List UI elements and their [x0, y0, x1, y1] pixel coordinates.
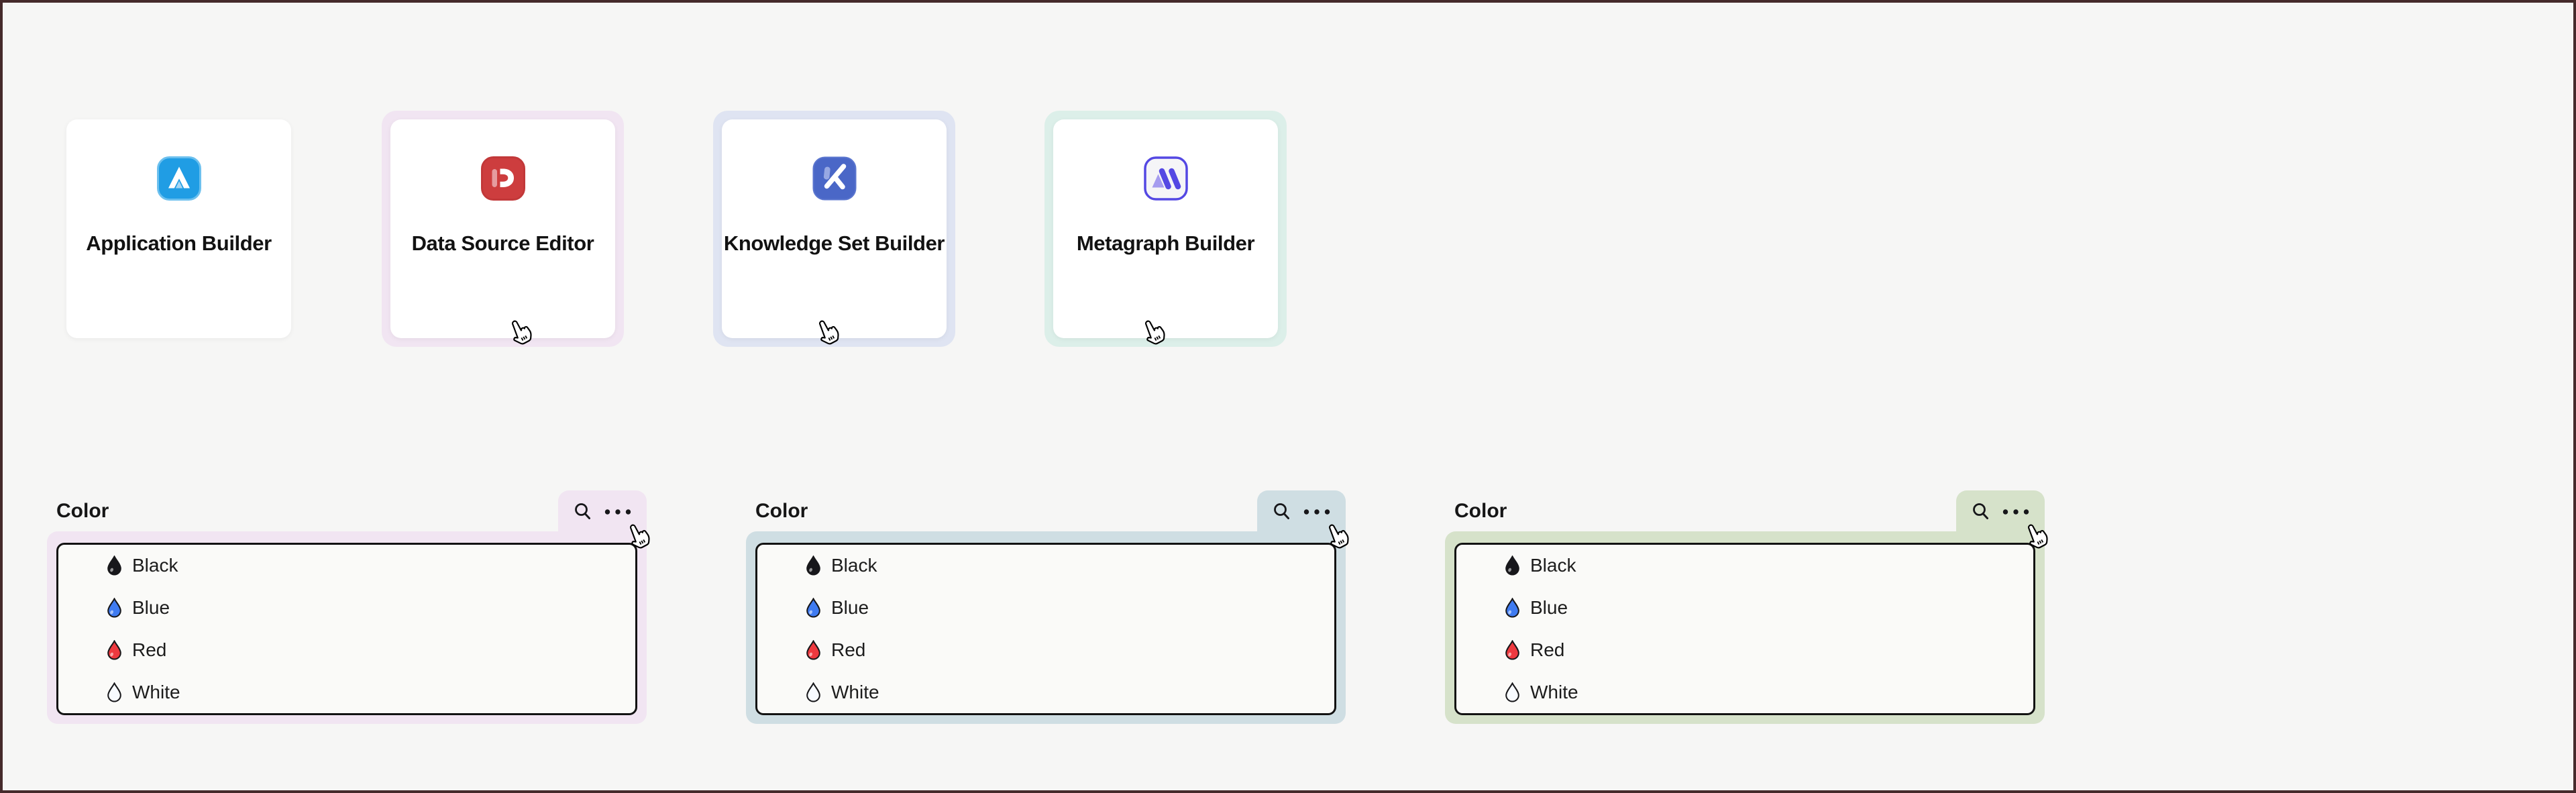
card-application-builder[interactable]: Application Builder — [66, 119, 291, 338]
item-label: White — [831, 681, 879, 702]
list-item-white[interactable]: White — [1456, 671, 2033, 713]
builder-card-halo: Knowledge Set Builder — [713, 111, 955, 347]
list-item-black[interactable]: Black — [757, 545, 1334, 587]
item-label: Black — [132, 555, 178, 576]
more-options-button[interactable] — [1303, 509, 1331, 515]
color-panel: Color Black — [1445, 490, 2045, 724]
item-label: Blue — [1530, 597, 1568, 619]
red-drop-icon — [806, 639, 820, 660]
list-item-black[interactable]: Black — [58, 545, 635, 587]
data-source-editor-icon — [480, 156, 525, 201]
list-item-red[interactable]: Red — [58, 629, 635, 672]
panel-body: Black Blue Red — [746, 531, 1346, 724]
panel-title: Color — [755, 500, 808, 522]
white-drop-icon — [806, 682, 820, 702]
panel-title: Color — [56, 500, 109, 522]
item-label: Blue — [132, 597, 170, 619]
list-item-blue[interactable]: Blue — [1456, 587, 2033, 629]
item-label: Red — [831, 639, 866, 660]
black-drop-icon — [1505, 556, 1519, 576]
blue-drop-icon — [107, 598, 121, 618]
item-label: Blue — [831, 597, 869, 619]
list-item-red[interactable]: Red — [1456, 629, 2033, 672]
color-listbox: Black Blue Red — [56, 543, 637, 715]
item-label: Black — [831, 555, 877, 576]
card-title: Knowledge Set Builder — [723, 231, 945, 255]
search-button[interactable] — [573, 502, 593, 522]
search-icon — [575, 503, 590, 519]
black-drop-icon — [107, 556, 121, 576]
card-metagraph-builder[interactable]: Metagraph Builder — [1053, 119, 1278, 338]
white-drop-icon — [1505, 682, 1519, 702]
red-drop-icon — [107, 639, 121, 660]
ellipsis-icon — [1303, 509, 1330, 515]
card-title: Data Source Editor — [411, 231, 594, 255]
ellipsis-icon — [604, 509, 631, 515]
search-icon — [1274, 503, 1289, 519]
application-builder-icon — [156, 156, 201, 201]
color-listbox: Black Blue Red — [1454, 543, 2035, 715]
item-label: White — [1530, 681, 1578, 702]
white-drop-icon — [107, 682, 121, 702]
black-drop-icon — [806, 556, 820, 576]
blue-drop-icon — [806, 598, 820, 618]
metagraph-builder-icon — [1143, 156, 1188, 201]
card-knowledge-set-builder[interactable]: Knowledge Set Builder — [722, 119, 947, 338]
list-item-white[interactable]: White — [757, 671, 1334, 713]
panel-title: Color — [1454, 500, 1507, 522]
more-options-button[interactable] — [2002, 509, 2030, 515]
color-panel: Color Black — [746, 490, 1346, 724]
color-listbox: Black Blue Red — [755, 543, 1336, 715]
list-item-white[interactable]: White — [58, 671, 635, 713]
item-label: Red — [132, 639, 167, 660]
blue-drop-icon — [1505, 598, 1519, 618]
red-drop-icon — [1505, 639, 1519, 660]
more-options-button[interactable] — [604, 509, 632, 515]
builder-card-halo: Data Source Editor — [382, 111, 624, 347]
item-label: White — [132, 681, 180, 702]
search-button[interactable] — [1971, 502, 1991, 522]
knowledge-set-builder-icon — [812, 156, 856, 201]
card-title: Application Builder — [86, 231, 272, 255]
card-data-source-editor[interactable]: Data Source Editor — [390, 119, 615, 338]
list-item-red[interactable]: Red — [757, 629, 1334, 672]
item-label: Red — [1530, 639, 1565, 660]
builder-card-halo: Metagraph Builder — [1044, 111, 1287, 347]
panel-body: Black Blue Red — [1445, 531, 2045, 724]
panel-body: Black Blue Red — [47, 531, 647, 724]
search-button[interactable] — [1272, 502, 1292, 522]
list-item-black[interactable]: Black — [1456, 545, 2033, 587]
card-title: Metagraph Builder — [1076, 231, 1255, 255]
color-panel: Color Black — [47, 490, 647, 724]
builder-card-halo: Application Builder — [58, 111, 300, 347]
search-icon — [1973, 503, 1988, 519]
ellipsis-icon — [2002, 509, 2029, 515]
item-label: Black — [1530, 555, 1576, 576]
list-item-blue[interactable]: Blue — [757, 587, 1334, 629]
list-item-blue[interactable]: Blue — [58, 587, 635, 629]
